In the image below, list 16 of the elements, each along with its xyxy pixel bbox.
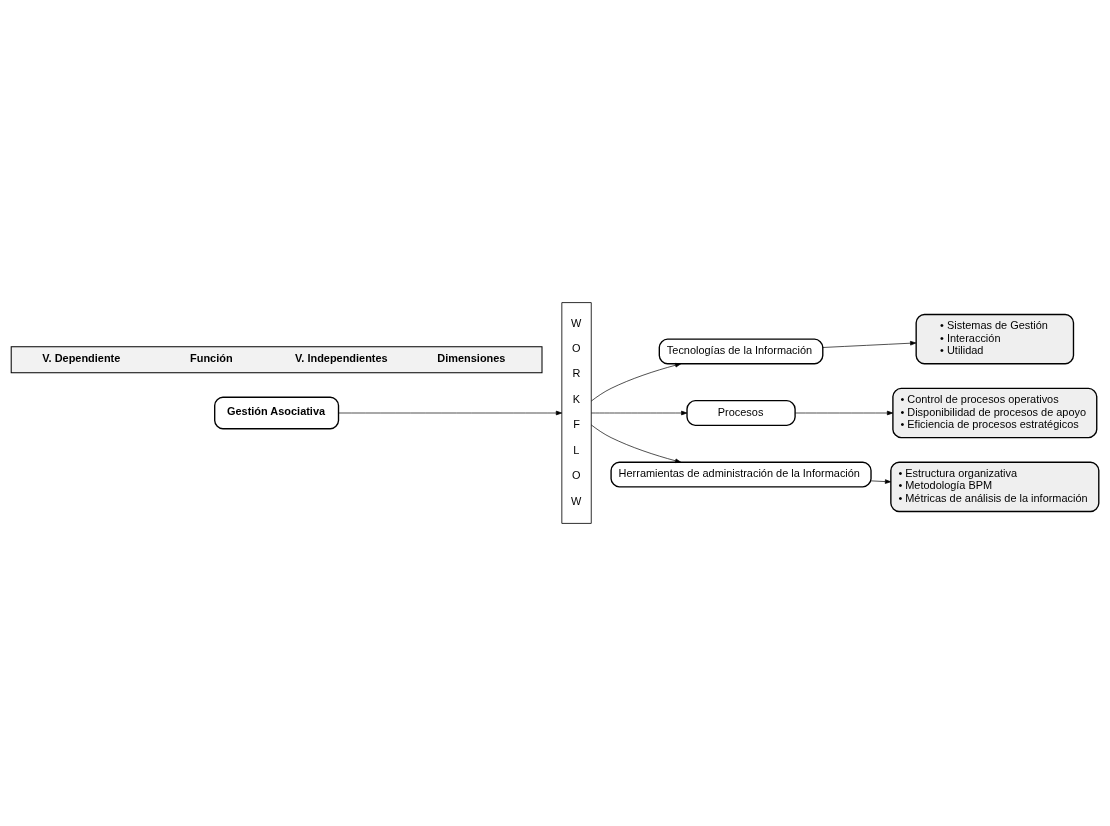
node-box: Procesos [686, 400, 796, 426]
node-box: Gestión Asociativa [214, 396, 340, 430]
arrow [591, 363, 682, 402]
arrow [591, 410, 688, 416]
node-box: W O R K F L O W [561, 302, 592, 524]
node-box: Herramientas de administración de la Información [610, 461, 872, 488]
arrow [870, 479, 892, 484]
node-box: V. Dependiente Función V. Independientes Dimensiones [10, 346, 543, 374]
arrow [822, 340, 917, 348]
arrow [338, 410, 563, 416]
node-box: Tecnologías de la Información [658, 338, 824, 365]
arrow [591, 424, 682, 463]
node-box: • Control de procesos operativos • Disponibilidad de procesos de apoyo • Eficiencia de procesos estratégicos [892, 387, 1098, 439]
node-box: • Sistemas de Gestión • Interacción • Utilidad [915, 313, 1075, 365]
arrow [794, 410, 894, 416]
node-box: • Estructura organizativa • Metodología BPM • Métricas de análisis de la información [890, 461, 1100, 513]
